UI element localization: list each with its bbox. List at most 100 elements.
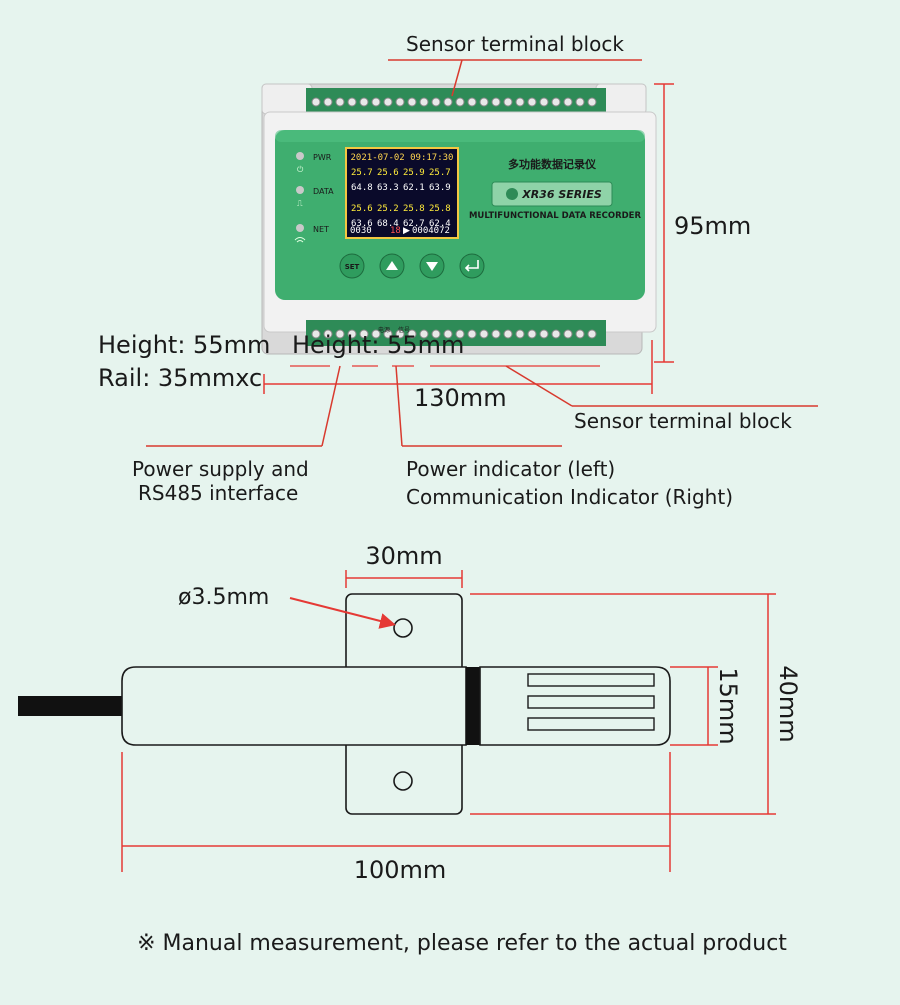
terminal-screw	[311, 329, 321, 339]
lcd-reading: 25.7	[429, 168, 451, 178]
label-15mm: 15mm	[714, 667, 742, 744]
terminal-screw	[335, 97, 345, 107]
terminal-screw	[431, 97, 441, 107]
vent-slot-1	[527, 673, 655, 687]
lcd-reading: 25.7	[351, 168, 373, 178]
led-net-label: NET	[313, 225, 329, 234]
vent-slot-2	[527, 695, 655, 709]
set-button-face[interactable]	[339, 253, 365, 279]
label-indicator-line1: Power indicator (left)	[406, 457, 615, 481]
label-power-rs485-line2: RS485 interface	[138, 481, 298, 505]
probe-cable	[18, 696, 124, 716]
terminal-screw	[383, 97, 393, 107]
label-rail: Rail: 35mmxc	[98, 364, 262, 392]
lcd-reading: 25.6	[377, 168, 399, 178]
mount-hole-bottom	[393, 771, 413, 791]
label-40mm: 40mm	[774, 665, 802, 742]
port-label-signal: 信号	[398, 326, 410, 334]
terminal-screw	[347, 329, 357, 339]
terminal-screw	[563, 329, 573, 339]
terminal-screw	[395, 97, 405, 107]
wifi-icon	[294, 237, 306, 243]
terminal-screw	[587, 97, 597, 107]
leader-bottom-terminal-diag	[505, 365, 573, 407]
play-icon: ▶	[403, 226, 410, 236]
terminal-screw	[467, 329, 477, 339]
terminal-screw	[575, 97, 585, 107]
set-button[interactable]: SET	[339, 253, 365, 279]
terminal-screw	[335, 329, 345, 339]
lcd-reading: 25.6	[351, 204, 373, 214]
led-net-dot	[296, 224, 304, 232]
terminal-screw	[431, 329, 441, 339]
terminal-screw	[479, 329, 489, 339]
lcd-reading: 62.4	[429, 219, 451, 229]
series-badge	[491, 181, 613, 207]
arrow-up-icon	[386, 261, 398, 270]
probe-sensor-head	[479, 666, 671, 746]
terminal-screw	[455, 329, 465, 339]
terminal-screw	[407, 329, 417, 339]
label-hole-diameter: ø3.5mm	[178, 585, 269, 610]
terminal-screw	[491, 329, 501, 339]
terminal-screw	[347, 97, 357, 107]
up-button[interactable]	[379, 253, 405, 279]
enter-icon	[464, 260, 479, 272]
led-data-dot	[296, 186, 304, 194]
logo-icon	[506, 188, 518, 200]
terminal-screw	[479, 97, 489, 107]
device-title-cn: 多功能数据记录仪	[508, 157, 597, 171]
terminal-screw	[563, 97, 573, 107]
lcd-reading: 63.6	[351, 219, 373, 229]
terminal-screw	[515, 97, 525, 107]
terminal-screw	[323, 329, 333, 339]
terminal-screw	[323, 97, 333, 107]
down-button[interactable]	[419, 253, 445, 279]
lcd-reading: 25.2	[377, 204, 399, 214]
terminal-screw	[443, 97, 453, 107]
label-power-rs485-line1: Power supply and	[132, 457, 309, 481]
lcd-reading: 25.8	[429, 204, 451, 214]
label-130mm: 130mm	[414, 384, 507, 412]
set-button-label: SET	[345, 263, 360, 271]
label-height-55-a: Height: 55mm	[98, 331, 270, 359]
terminal-screw	[539, 97, 549, 107]
din-clip-left	[261, 83, 313, 115]
leader-top-terminal-v	[451, 59, 463, 97]
enter-button-face[interactable]	[459, 253, 485, 279]
lcd-reading: 25.9	[403, 168, 425, 178]
lcd-footer-mid: 18	[390, 226, 401, 236]
vent-slot-3	[527, 717, 655, 731]
terminal-screw	[455, 97, 465, 107]
terminal-screw	[395, 329, 405, 339]
led-pwr-dot	[296, 152, 304, 160]
lcd-reading: 25.8	[403, 204, 425, 214]
terminal-screw	[491, 97, 501, 107]
terminal-screw	[419, 97, 429, 107]
bottom-terminal-screws	[311, 329, 597, 339]
terminal-screw	[575, 329, 585, 339]
lcd-reading: 63.9	[429, 183, 451, 193]
footnote: ※ Manual measurement, please refer to th…	[137, 931, 787, 956]
terminal-screw	[371, 97, 381, 107]
terminal-screw	[503, 97, 513, 107]
terminal-screw	[551, 97, 561, 107]
terminal-screw	[419, 329, 429, 339]
terminal-screw	[407, 97, 417, 107]
lcd-reading: 64.8	[351, 183, 373, 193]
top-terminal-screws	[311, 97, 597, 107]
power-icon: ⏻	[297, 165, 304, 174]
terminal-screw	[359, 329, 369, 339]
mount-hole-top	[393, 618, 413, 638]
terminal-screw	[359, 97, 369, 107]
lcd-reading: 62.1	[403, 183, 425, 193]
probe-body	[121, 666, 467, 746]
leader-indicator-v	[395, 365, 403, 447]
enter-button[interactable]	[459, 253, 485, 279]
terminal-screw	[527, 329, 537, 339]
label-height-55-b: Height: 55mm	[292, 331, 464, 359]
lcd-footer-right: 0004072	[412, 226, 450, 236]
